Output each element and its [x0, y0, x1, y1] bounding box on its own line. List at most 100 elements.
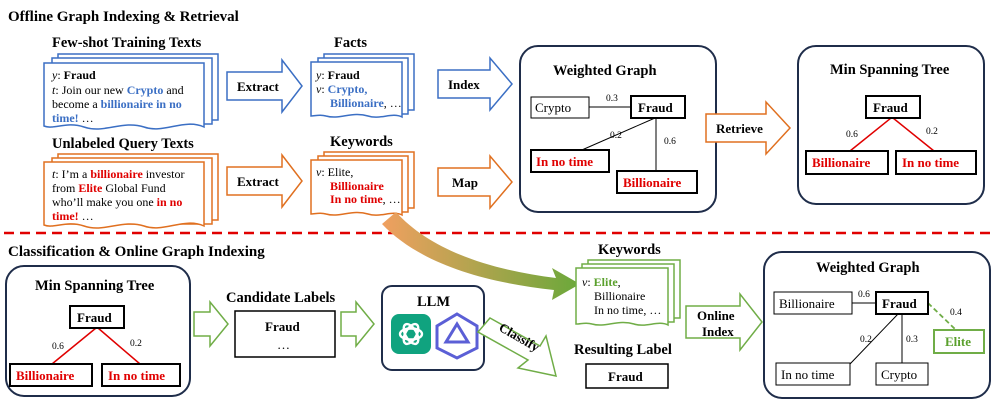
- index-arrow-blue: [437, 55, 513, 113]
- extract-arrow-blue: [226, 57, 303, 115]
- index-label: Index: [448, 77, 480, 92]
- facts-title: Facts: [334, 35, 367, 51]
- edge-fraud-innotime: [574, 117, 656, 154]
- keywords-line-2: Billionaire: [330, 179, 384, 193]
- mst-weight-2: 0.2: [926, 127, 938, 137]
- mst-node-innotime: [895, 150, 977, 175]
- candidate-label-1: Fraud: [265, 319, 300, 334]
- mst-node-fraud-label: Fraud: [873, 100, 908, 115]
- fewshot-doc-stack: [43, 53, 219, 130]
- retrieve-label: Retrieve: [716, 121, 763, 136]
- online-edge-weight-2: 0.4: [950, 308, 962, 318]
- online-edge-weight-4: 0.3: [906, 335, 918, 345]
- node-crypto-label: Crypto: [535, 100, 571, 115]
- facts-line-y: y: Fraud: [315, 68, 360, 82]
- online-mst-node-innotime: [101, 363, 181, 387]
- node-innotime-label: In no time: [536, 154, 593, 169]
- resulting-label-box: [585, 363, 669, 389]
- online-mst-edge-left: [51, 327, 97, 365]
- mst-edge-right: [892, 117, 935, 152]
- extract-arrow-orange: [226, 152, 303, 210]
- keywords-flow-arrow: [382, 212, 580, 300]
- online-node-elite-label: Elite: [945, 334, 971, 349]
- online-edge-weight-1: 0.6: [858, 290, 870, 300]
- edge-weight-1: 0.3: [606, 94, 618, 104]
- node-billionaire-label: Billionaire: [623, 175, 681, 190]
- online-node-billionaire: [773, 291, 853, 315]
- map-arrow-orange: [437, 153, 513, 211]
- online-node-fraud-label: Fraud: [882, 296, 917, 311]
- query-line-4: time! …: [52, 209, 94, 223]
- online-section-title: Classification & Online Graph Indexing: [8, 244, 265, 260]
- online-mst-node-fraud-label: Fraud: [77, 310, 112, 325]
- online-weighted-graph-title: Weighted Graph: [816, 260, 920, 276]
- online-mst-node-billionaire-label: Billionaire: [16, 368, 74, 383]
- online-edge-fraud-elite: [927, 302, 957, 331]
- openai-logo-icon: [391, 314, 431, 354]
- query-line-3: who’ll make you one in no: [52, 195, 182, 209]
- keywords-line-1: v: Elite,: [316, 165, 353, 179]
- extract-label-1: Extract: [237, 79, 280, 94]
- online-keywords-line-1: v: Elite,: [582, 275, 621, 289]
- qwen-logo-icon: [435, 312, 479, 360]
- online-index-label-2: Index: [702, 324, 734, 339]
- keywords-doc-stack: [310, 151, 415, 217]
- candidate-labels-box: [234, 310, 336, 358]
- keywords-title: Keywords: [330, 134, 393, 150]
- mst-node-billionaire-label: Billionaire: [812, 155, 870, 170]
- online-keywords-title: Keywords: [598, 242, 661, 258]
- online-node-billionaire-label: Billionaire: [779, 296, 835, 311]
- resulting-label-title: Resulting Label: [574, 342, 672, 358]
- edge-weight-3: 0.6: [664, 137, 676, 147]
- online-node-crypto-label: Crypto: [881, 367, 917, 382]
- online-edge-fraud-innotime: [849, 313, 899, 365]
- node-innotime: [530, 149, 610, 173]
- node-fraud-label: Fraud: [638, 100, 673, 115]
- keywords-line-3: In no time, …: [330, 192, 401, 206]
- map-label: Map: [452, 175, 478, 190]
- fewshot-line-3: time! …: [52, 111, 94, 125]
- weighted-graph-title: Weighted Graph: [553, 63, 657, 79]
- unlabeled-title: Unlabeled Query Texts: [52, 136, 194, 152]
- online-index-arrow: [685, 291, 763, 353]
- facts-line-v: v: Crypto,: [316, 82, 367, 96]
- online-node-fraud: [875, 291, 929, 315]
- node-fraud: [630, 95, 686, 119]
- query-doc-stack: [43, 153, 219, 229]
- node-billionaire: [616, 170, 698, 194]
- fewshot-line-1: t: Join our new Crypto and: [52, 83, 184, 97]
- query-line-2: from Elite Global Fund: [52, 181, 166, 195]
- online-node-innotime: [775, 362, 851, 386]
- mst-title: Min Spanning Tree: [830, 62, 950, 78]
- online-edge-weight-3: 0.2: [860, 335, 872, 345]
- online-index-label-1: Online: [697, 308, 735, 323]
- facts-doc-stack: [310, 53, 415, 119]
- candidate-label-more: …: [277, 337, 290, 352]
- online-keywords-line-2: Billionaire: [594, 289, 645, 303]
- resulting-label-value: Fraud: [608, 369, 643, 384]
- online-weighted-graph-panel: [763, 251, 991, 399]
- node-crypto: [530, 96, 590, 119]
- fewshot-title: Few-shot Training Texts: [52, 35, 202, 51]
- mst-edge-left: [849, 117, 892, 152]
- online-mst-weight-2: 0.2: [130, 339, 142, 349]
- candidate-labels-title: Candidate Labels: [226, 290, 336, 306]
- mst-node-billionaire: [805, 150, 889, 175]
- to-candidates-arrow: [193, 299, 229, 349]
- offline-section-title: Offline Graph Indexing & Retrieval: [8, 9, 239, 25]
- edge-weight-2: 0.2: [610, 131, 622, 141]
- retrieve-arrow-orange: [705, 100, 792, 156]
- online-node-crypto: [875, 362, 929, 386]
- classify-arrow: [476, 317, 558, 377]
- online-node-innotime-label: In no time: [781, 367, 835, 382]
- online-keywords-doc-stack: [575, 259, 681, 327]
- online-mst-node-billionaire: [9, 363, 93, 387]
- online-mst-weight-1: 0.6: [52, 342, 64, 352]
- online-mst-node-fraud: [69, 305, 125, 329]
- online-mst-node-innotime-label: In no time: [108, 368, 165, 383]
- mst-weight-1: 0.6: [846, 130, 858, 140]
- fewshot-line-y: y: Fraud: [51, 68, 96, 82]
- query-line-1: t: I’m a billionaire investor: [52, 167, 184, 181]
- online-node-elite: [933, 329, 985, 354]
